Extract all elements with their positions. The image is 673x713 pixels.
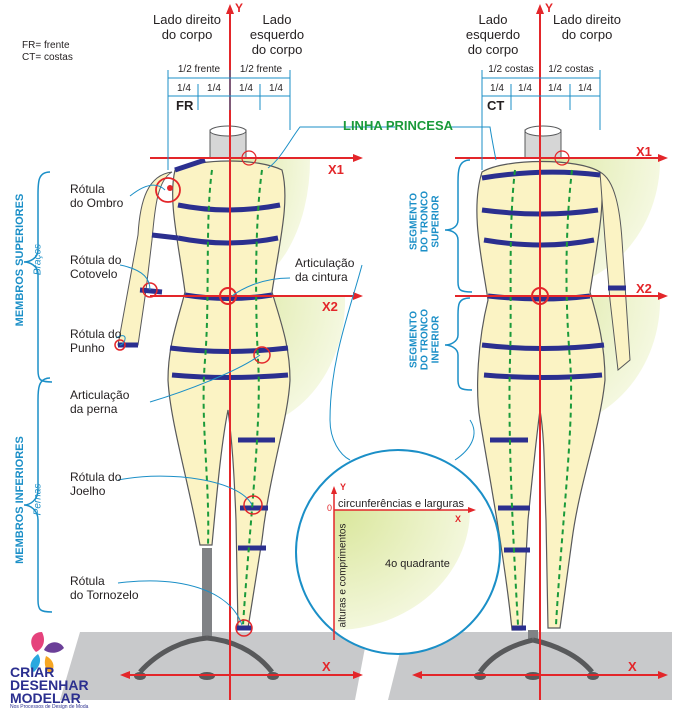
back-left-side-label: Lado esquerdo do corpo	[450, 13, 536, 58]
front-quarter-1: 1/4	[170, 83, 198, 95]
front-code: FR	[176, 99, 193, 114]
inset-y-label: Y	[340, 482, 346, 492]
x-label-front: X	[322, 660, 331, 675]
x-label-back: X	[628, 660, 637, 675]
x2-label-back: X2	[636, 282, 652, 297]
princess-line-label: LINHA PRINCESA	[343, 119, 453, 134]
back-code: CT	[487, 99, 504, 114]
front-half-right: 1/2 frente	[232, 64, 290, 76]
x2-label-front: X2	[322, 300, 338, 315]
back-quarter-2: 1/4	[512, 83, 538, 95]
back-half-left: 1/2 costas	[482, 64, 540, 76]
label-articulacao-perna: Articulação da perna	[70, 389, 129, 417]
inset-lengths-label: alturas e comprimentos	[338, 521, 349, 631]
front-quarter-3: 1/4	[232, 83, 260, 95]
y-label-back: Y	[545, 2, 553, 16]
label-rotula-cotovelo: Rótula do Cotovelo	[70, 254, 121, 282]
logo-line-3: MODELAR	[10, 691, 81, 705]
brace-upper-trunk	[445, 160, 472, 292]
back-quarter-1: 1/4	[484, 83, 510, 95]
x1-label-back: X1	[636, 145, 652, 160]
segment-lower-trunk: SEGMENTO DO TRONCO INFERIOR	[409, 285, 442, 395]
front-left-side-label: Lado esquerdo do corpo	[234, 13, 320, 58]
label-rotula-punho: Rótula do Punho	[70, 328, 121, 356]
inset-widths-label: circunferências e larguras	[338, 498, 464, 511]
group-upper-limbs-sub: Braços	[33, 190, 44, 330]
front-quarter-4: 1/4	[262, 83, 290, 95]
label-articulacao-cintura: Articulação da cintura	[295, 257, 354, 285]
x1-label-front: X1	[328, 163, 344, 178]
front-half-left: 1/2 frente	[170, 64, 228, 76]
inset-origin-label: 0	[327, 503, 332, 513]
back-right-side-label: Lado direito do corpo	[546, 13, 628, 43]
group-lower-limbs-sub: Pernas	[33, 430, 44, 570]
quadrant-inset	[296, 450, 500, 654]
back-half-right: 1/2 costas	[542, 64, 600, 76]
group-upper-limbs: MEMBROS SUPERIORES	[14, 190, 26, 330]
front-quarter-2: 1/4	[200, 83, 228, 95]
legend-fr: FR= frente	[22, 40, 70, 52]
inset-quadrant-label: 4o quadrante	[385, 558, 450, 571]
front-mannequin	[115, 126, 290, 680]
back-quarter-3: 1/4	[542, 83, 568, 95]
inset-x-label: X	[455, 514, 461, 524]
label-rotula-joelho: Rótula do Joelho	[70, 471, 121, 499]
segment-upper-trunk: SEGMENTO DO TRONCO SUPERIOR	[409, 167, 442, 277]
y-label-front: Y	[235, 2, 243, 16]
group-lower-limbs: MEMBROS INFERIORES	[14, 430, 26, 570]
brace-lower-trunk	[445, 298, 472, 390]
label-rotula-tornozelo: Rótula do Tornozelo	[70, 575, 139, 603]
front-right-side-label: Lado direito do corpo	[146, 13, 228, 43]
logo-tagline: Nos Processos de Design de Moda	[10, 705, 88, 710]
legend-ct: CT= costas	[22, 52, 73, 64]
label-rotula-ombro: Rótula do Ombro	[70, 183, 123, 211]
back-quarter-4: 1/4	[572, 83, 598, 95]
